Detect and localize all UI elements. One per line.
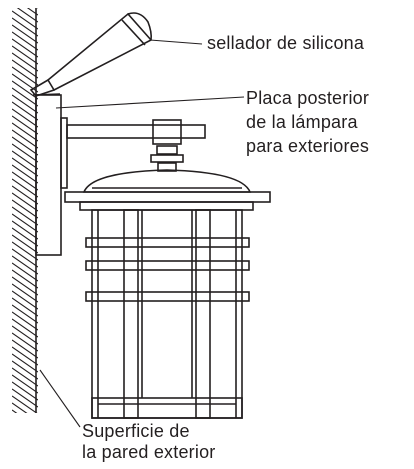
hatch-line [12, 227, 38, 247]
hatch-line [12, 199, 38, 219]
hatch-line [12, 94, 38, 114]
hatch-line [12, 248, 38, 268]
hatch-line [12, 80, 38, 100]
hatch-line [12, 157, 38, 177]
hatch-line [12, 276, 38, 296]
hatch-line [12, 150, 38, 170]
wall-label-line-1: Superficie de [82, 421, 190, 441]
hatch-line [12, 409, 18, 413]
hatch-line [12, 108, 38, 128]
hatch-line [12, 115, 38, 135]
hatch-line [12, 304, 38, 324]
hatch-line [12, 192, 38, 212]
hatch-line [12, 234, 38, 254]
hatch-line [12, 283, 38, 303]
hatch-line [12, 52, 38, 72]
hatch-line [12, 101, 38, 121]
hatch-line [12, 297, 38, 317]
hatch-line [12, 339, 38, 359]
hatch-line [12, 136, 38, 156]
hatch-line [12, 318, 38, 338]
wall-leader-line [39, 369, 81, 428]
wall-hatching [12, 8, 38, 442]
hatch-line [12, 374, 38, 394]
hatch-line [12, 59, 38, 79]
hatch-line [12, 381, 38, 401]
hatch-line [12, 353, 38, 373]
hatch-line [12, 360, 38, 380]
hatch-line [12, 24, 38, 44]
hatch-line [12, 87, 38, 107]
hatch-line [12, 10, 38, 30]
lamp-arm [66, 119, 206, 172]
hatch-line [12, 346, 38, 366]
hatch-line [12, 388, 38, 408]
sealant-leader-line [149, 39, 203, 45]
wall-surface [12, 8, 38, 442]
hatch-line [12, 66, 38, 86]
lamp-lantern-body [85, 209, 250, 419]
hatch-line [12, 73, 38, 93]
hatch-line [12, 417, 38, 435]
hatch-line [37, 8, 38, 9]
hatch-line [12, 402, 28, 413]
hatch-line [12, 143, 38, 163]
hatch-line [12, 171, 38, 191]
wall-label-line-2: la pared exterior [82, 442, 216, 462]
hatch-line [12, 129, 38, 149]
hatch-line [12, 241, 38, 261]
hatch-line [12, 164, 38, 184]
hatch-line [12, 262, 38, 282]
backplate-label-line-1: Placa posterior [246, 88, 370, 108]
hatch-line [12, 213, 38, 233]
hatch-line [12, 45, 38, 65]
hatch-line [12, 424, 38, 442]
hatch-line [12, 178, 38, 198]
backplate-label-line-2: de la lámpara [246, 112, 358, 132]
hatch-line [12, 269, 38, 289]
hatch-line [12, 325, 38, 345]
backplate-label-line-3: para exteriores [246, 136, 370, 156]
hatch-line [12, 395, 38, 413]
hatch-line [12, 311, 38, 331]
hatch-line [12, 367, 38, 387]
hatch-line [26, 8, 38, 16]
hatch-line [12, 122, 38, 142]
silicone-sealant-tube [29, 12, 153, 97]
hatch-line [12, 31, 38, 51]
hatch-line [12, 220, 38, 240]
lamp-back-plate [35, 94, 68, 256]
lamp-roof [64, 169, 271, 211]
hatch-line [16, 8, 38, 23]
hatch-line [12, 332, 38, 352]
hatch-line [12, 206, 38, 226]
hatch-line [12, 255, 38, 275]
backplate-leader-line [55, 96, 245, 109]
hatch-line [12, 185, 38, 205]
hatch-line [12, 17, 38, 37]
sealant-label: sellador de silicona [207, 33, 365, 53]
hatch-line [12, 38, 38, 58]
hatch-line [12, 290, 38, 310]
